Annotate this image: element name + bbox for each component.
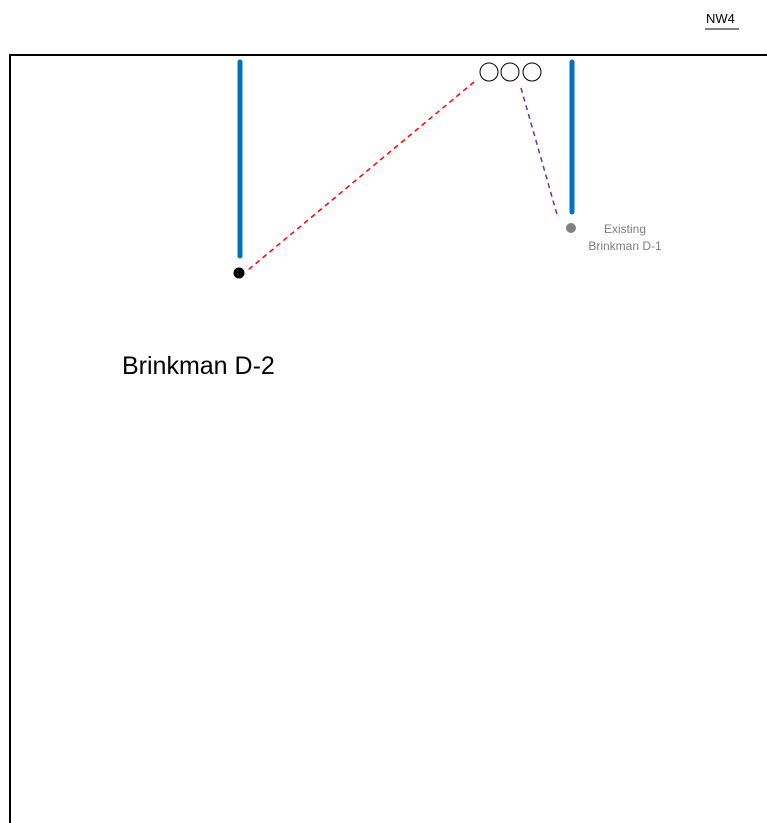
surface-location-circle — [522, 62, 542, 82]
d1-well-path — [520, 87, 559, 219]
d2-well-path — [247, 81, 475, 271]
existing-well-label-line1: Existing — [604, 222, 646, 236]
d1-existing-well-dot — [566, 223, 576, 233]
surface-location-circle — [500, 62, 520, 82]
well-label: Brinkman D-2 — [122, 352, 275, 380]
corner-label: NW4 — [706, 11, 735, 26]
lease-boundary — [9, 54, 767, 823]
surface-location-circle — [479, 62, 499, 82]
d2-bottom-hole-dot — [233, 267, 245, 279]
existing-well-label-line2: Brinkman D-1 — [588, 239, 662, 253]
